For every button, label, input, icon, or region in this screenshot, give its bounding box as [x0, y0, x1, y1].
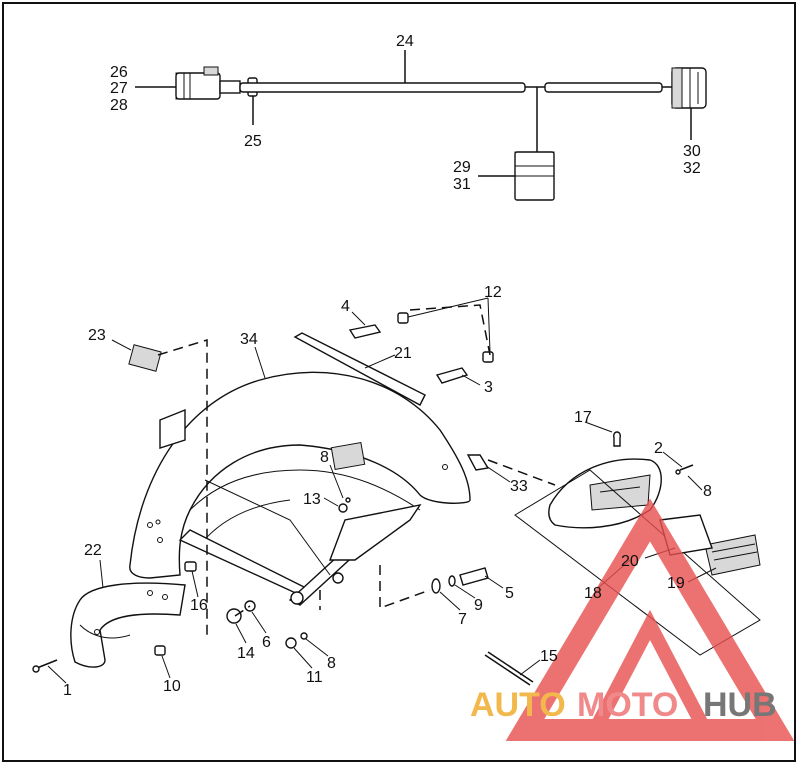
- callout-11: 11: [306, 669, 323, 686]
- bulb: [613, 431, 621, 447]
- callout-22: 22: [84, 542, 102, 559]
- fasteners: [32, 312, 694, 686]
- callout-6: 6: [262, 634, 271, 651]
- fender-trim-strip: [293, 332, 426, 406]
- connector-right: [671, 67, 707, 109]
- harness-wire: [239, 82, 672, 152]
- callout-25: 25: [244, 133, 262, 150]
- callout-8-top: 8: [320, 449, 329, 466]
- callout-21: 21: [394, 345, 412, 362]
- license-bracket: [70, 582, 186, 668]
- callout-14: 14: [237, 645, 255, 662]
- callout-26: 26: [110, 64, 128, 81]
- callout-labels: 24 26 27 28 25 30 32 29 31 12 4 23 34 21…: [63, 33, 712, 699]
- callout-8-bottom: 8: [327, 655, 336, 672]
- callout-5: 5: [505, 585, 514, 602]
- fender-support-strut: [178, 479, 422, 606]
- reflector: [128, 344, 162, 372]
- callout-29: 29: [453, 159, 471, 176]
- callout-8-right: 8: [703, 483, 712, 500]
- callout-15: 15: [540, 648, 558, 665]
- callout-20: 20: [621, 553, 639, 570]
- callout-18: 18: [584, 585, 602, 602]
- callout-31: 31: [453, 176, 471, 193]
- connector-left: [175, 66, 241, 100]
- connector-block: [514, 151, 555, 201]
- watermark-hub: HUB: [703, 686, 777, 724]
- callout-17: 17: [574, 409, 592, 426]
- callout-2: 2: [654, 440, 663, 457]
- callout-28: 28: [110, 97, 128, 114]
- watermark-auto: AUTO: [470, 686, 566, 724]
- callout-13: 13: [303, 491, 321, 508]
- callout-16: 16: [190, 597, 208, 614]
- rear-fender: [129, 371, 471, 579]
- callout-27: 27: [110, 80, 128, 97]
- watermark-text: AUTO MOTO HUB: [470, 686, 777, 724]
- callout-32: 32: [683, 160, 701, 177]
- assembly-dash-lines: [157, 304, 556, 640]
- callout-30: 30: [683, 143, 701, 160]
- callout-1: 1: [63, 682, 72, 699]
- callout-10: 10: [163, 678, 181, 695]
- callout-33: 33: [510, 478, 528, 495]
- callout-3: 3: [484, 379, 493, 396]
- callout-7: 7: [458, 611, 467, 628]
- callout-24: 24: [396, 33, 414, 50]
- callout-4: 4: [341, 298, 350, 315]
- callout-19: 19: [667, 575, 685, 592]
- callout-34: 34: [240, 331, 258, 348]
- automotohub-watermark: [505, 498, 795, 741]
- taillamp-lens: [704, 534, 761, 576]
- callout-23: 23: [88, 327, 106, 344]
- wiring-harness: [135, 50, 707, 201]
- callout-12: 12: [484, 284, 502, 301]
- watermark-triangle: [505, 498, 795, 741]
- callout-9: 9: [474, 597, 483, 614]
- watermark-moto: MOTO: [577, 686, 678, 724]
